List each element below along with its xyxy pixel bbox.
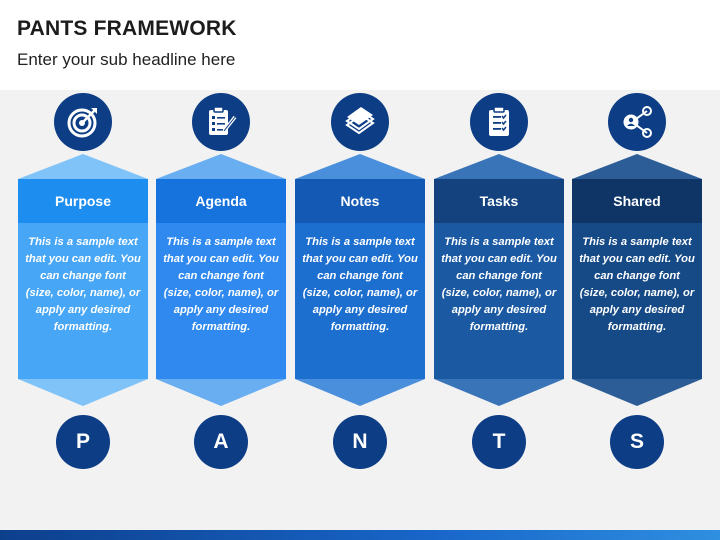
column-header: Agenda [156, 179, 286, 223]
share-user-icon [608, 93, 666, 151]
top-arrow [295, 154, 425, 179]
bottom-arrow [18, 379, 148, 406]
bottom-arrow [434, 379, 564, 406]
bottom-arrow [572, 379, 702, 406]
column-text: This is a sample text that you can edit.… [572, 223, 702, 379]
target-icon [54, 93, 112, 151]
column-text: This is a sample text that you can edit.… [156, 223, 286, 379]
column-header: Shared [572, 179, 702, 223]
column-header: Notes [295, 179, 425, 223]
column-header: Tasks [434, 179, 564, 223]
letter-badge: N [333, 415, 387, 469]
top-arrow [434, 154, 564, 179]
checklist-icon [470, 93, 528, 151]
column-text: This is a sample text that you can edit.… [434, 223, 564, 379]
column-text: This is a sample text that you can edit.… [18, 223, 148, 379]
footer-bar [0, 530, 720, 540]
column-text: This is a sample text that you can edit.… [295, 223, 425, 379]
top-arrow [18, 154, 148, 179]
letter-badge: S [610, 415, 664, 469]
clipboard-pen-icon [192, 93, 250, 151]
sticky-notes-icon [331, 93, 389, 151]
top-arrow [572, 154, 702, 179]
top-arrow [156, 154, 286, 179]
letter-badge: T [472, 415, 526, 469]
bottom-arrow [295, 379, 425, 406]
column-header: Purpose [18, 179, 148, 223]
letter-badge: P [56, 415, 110, 469]
page-title: PANTS FRAMEWORK [17, 17, 237, 40]
letter-badge: A [194, 415, 248, 469]
bottom-arrow [156, 379, 286, 406]
framework-panel: Purpose This is a sample text that you c… [0, 90, 720, 530]
page-subtitle: Enter your sub headline here [17, 50, 236, 69]
